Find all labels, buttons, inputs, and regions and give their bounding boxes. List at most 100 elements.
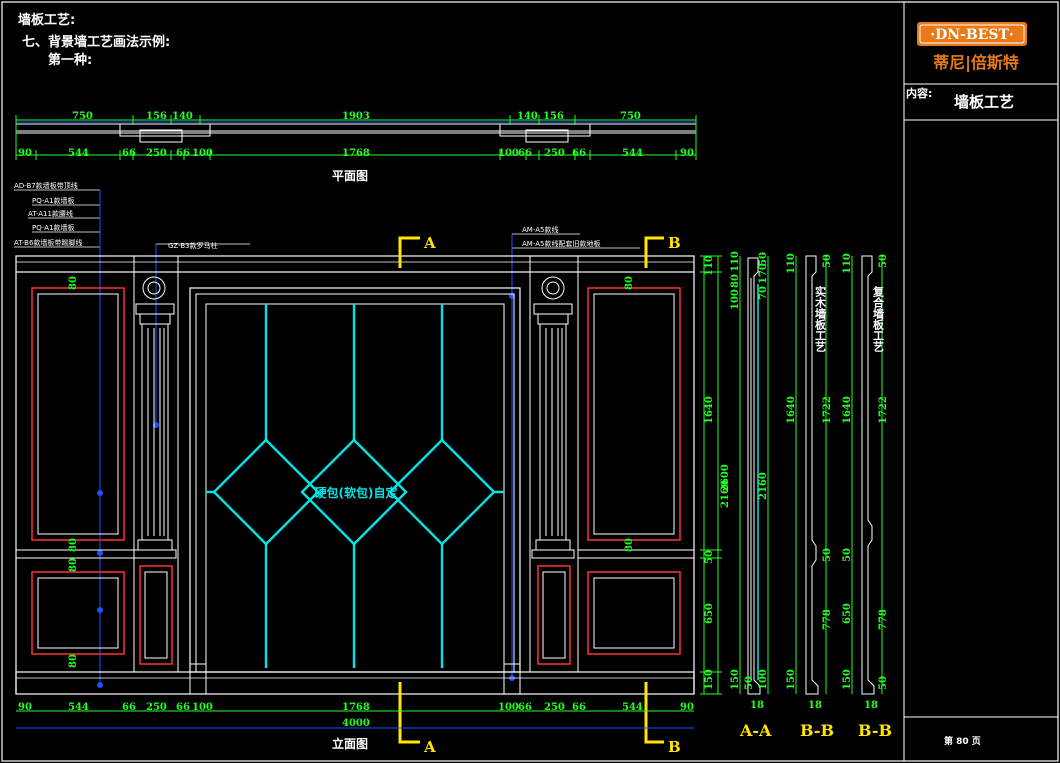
vertical-dim: 650 [704, 603, 715, 624]
section-dim: 778 [878, 609, 889, 630]
plan-top-dim: 140 [517, 111, 538, 122]
section-marker-b: B [668, 234, 681, 252]
callout-label: AT-A11款腰线 [28, 209, 73, 218]
section-bb-solid-label: 实木墙板工艺 [814, 285, 828, 353]
panel-dim: 80 [68, 276, 79, 290]
section-dim: 150 [730, 669, 741, 690]
section-dim: 50 [822, 254, 833, 268]
brand-logo [917, 22, 1027, 46]
section-dim: 50 [878, 676, 889, 690]
section-dim: 2160 [758, 472, 769, 500]
plan-view: 750 156 140 1903 140 156 750 90 544 66 2… [15, 111, 697, 183]
header-variant: 第一种: [48, 52, 92, 68]
plan-bottom-dim: 90 [680, 148, 694, 159]
section-dim: 100 [758, 669, 769, 690]
panel-dim: 80 [68, 558, 79, 572]
plan-top-dim: 156 [146, 111, 167, 122]
callout-label: AM-A5款线 [522, 225, 558, 234]
section-dim: 50 [758, 252, 769, 266]
plan-top-dim: 140 [172, 111, 193, 122]
section-dim: 170 [758, 263, 769, 284]
callout-label: AT-B6款墙板带踢脚线 [14, 238, 82, 247]
section-dim: 110 [842, 253, 853, 274]
vertical-dim: 50 [704, 550, 715, 564]
title-block: ·DN-BEST· 蒂尼|倍斯特 内容: 墙板工艺 第 80 页 [904, 22, 1058, 747]
elev-bottom-dim: 250 [544, 702, 565, 713]
plan-bottom-dim: 544 [622, 148, 643, 159]
section-marker-a: A [423, 234, 436, 252]
section-dim: 1640 [786, 396, 797, 424]
panel-dim: 80 [624, 538, 635, 552]
section-bb-title: B-B [800, 721, 834, 740]
soft-pack-label: 硬包(软包)自定 [315, 485, 398, 500]
vertical-dim: 150 [704, 669, 715, 690]
section-dim: 50 [842, 548, 853, 562]
content-value: 墙板工艺 [954, 93, 1014, 111]
plan-bottom-dim: 66 [176, 148, 190, 159]
plan-bottom-dim: 90 [18, 148, 32, 159]
elev-bottom-dim: 66 [176, 702, 190, 713]
section-thickness: 18 [750, 700, 764, 711]
section-dim: 50 [822, 548, 833, 562]
header-title: 墙板工艺: [18, 12, 75, 28]
brand-logo-text: ·DN-BEST· [930, 27, 1014, 43]
plan-bottom-dim: 250 [146, 148, 167, 159]
elevation-view: AD-B7款墙板带顶线 PQ-A1款墙板 AT-A11款腰线 PQ-A1款墙板 … [14, 181, 731, 756]
soft-pack-pattern [206, 304, 504, 668]
elev-bottom-dim: 544 [68, 702, 89, 713]
page-number: 第 80 页 [944, 735, 981, 747]
section-aa-title: A-A [739, 721, 772, 740]
section-dim: 100 [730, 289, 741, 310]
section-dim: 1722 [822, 396, 833, 424]
callout-label: AD-B7款墙板带顶线 [14, 181, 78, 190]
elev-bottom-dim: 100 [498, 702, 519, 713]
elevation-title: 立面图 [332, 736, 368, 751]
plan-bottom-dim: 544 [68, 148, 89, 159]
elev-bottom-dim: 66 [572, 702, 586, 713]
brand-cn: 蒂尼|倍斯特 [933, 53, 1019, 73]
wall-panel [31, 287, 125, 541]
wall-panel [31, 571, 125, 655]
section-thickness: 18 [808, 700, 822, 711]
elev-bottom-dim: 100 [192, 702, 213, 713]
section-dim: 110 [786, 253, 797, 274]
callout-label: AM-A5款线配套旧款地板 [522, 239, 600, 248]
plan-bottom-dim: 66 [518, 148, 532, 159]
section-bb-composite: 110 50 1640 1722 50 650 778 150 50 18 复合… [842, 253, 892, 740]
section-marker-b: B [668, 738, 681, 756]
elev-bottom-dim: 544 [622, 702, 643, 713]
plan-top-dim: 1903 [342, 111, 370, 122]
wall-panel [587, 287, 681, 541]
callout-label: PQ-A1款墙板 [32, 223, 75, 232]
section-dim: 150 [842, 669, 853, 690]
content-label: 内容: [906, 86, 932, 100]
section-bb-title: B-B [858, 721, 892, 740]
elev-bottom-dim: 90 [680, 702, 694, 713]
panel-dim: 80 [68, 654, 79, 668]
panel-dim: 80 [624, 276, 635, 290]
plan-bottom-dim: 66 [572, 148, 586, 159]
vertical-dim: 2600 [720, 464, 731, 492]
section-bb-composite-label: 复合墙板工艺 [872, 285, 886, 353]
plan-top-dim: 156 [543, 111, 564, 122]
callout-label: PQ-A1款墙板 [32, 196, 75, 205]
section-aa: 100 80 110 70 170 50 2160 150 50 100 18 … [730, 251, 772, 740]
section-dim: 150 [786, 669, 797, 690]
section-dim: 1640 [842, 396, 853, 424]
roman-column-left [133, 256, 179, 672]
section-dim: 778 [822, 609, 833, 630]
section-thickness: 18 [864, 700, 878, 711]
vertical-dim: 2160 [720, 480, 731, 508]
plan-bottom-dim: 1768 [342, 148, 370, 159]
total-width-dim: 4000 [342, 718, 370, 729]
section-dim: 50 [878, 254, 889, 268]
elev-bottom-dim: 90 [18, 702, 32, 713]
roman-column-right [529, 256, 579, 672]
header: 墙板工艺: 七、背景墙工艺画法示例: 第一种: [18, 12, 170, 68]
section-dim: 1722 [878, 396, 889, 424]
callout-label: GZ-B3款罗马柱 [168, 241, 218, 250]
section-dim: 80 [730, 274, 741, 288]
plan-bottom-dim: 250 [544, 148, 565, 159]
